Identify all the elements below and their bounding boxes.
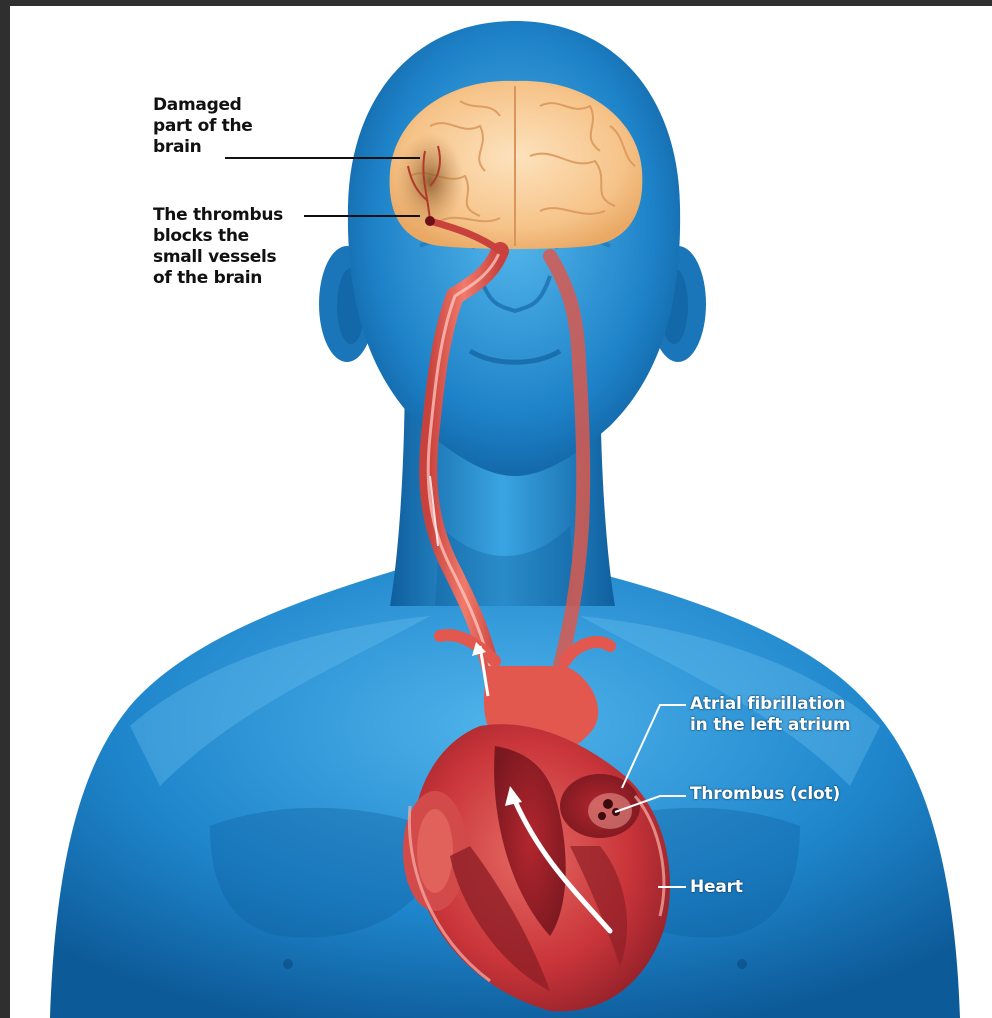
label-thrombus-blocks: The thrombus blocks the small vessels of… bbox=[153, 205, 283, 289]
label-damaged-brain: Damaged part of the brain bbox=[153, 95, 253, 158]
label-heart: Heart bbox=[690, 877, 743, 898]
frame-border-left bbox=[0, 0, 10, 1018]
label-thrombus-clot: Thrombus (clot) bbox=[690, 784, 840, 805]
illustration-canvas: Damaged part of the brain The thrombus b… bbox=[10, 6, 992, 1018]
label-atrial-fibrillation: Atrial fibrillation in the left atrium bbox=[690, 694, 850, 736]
